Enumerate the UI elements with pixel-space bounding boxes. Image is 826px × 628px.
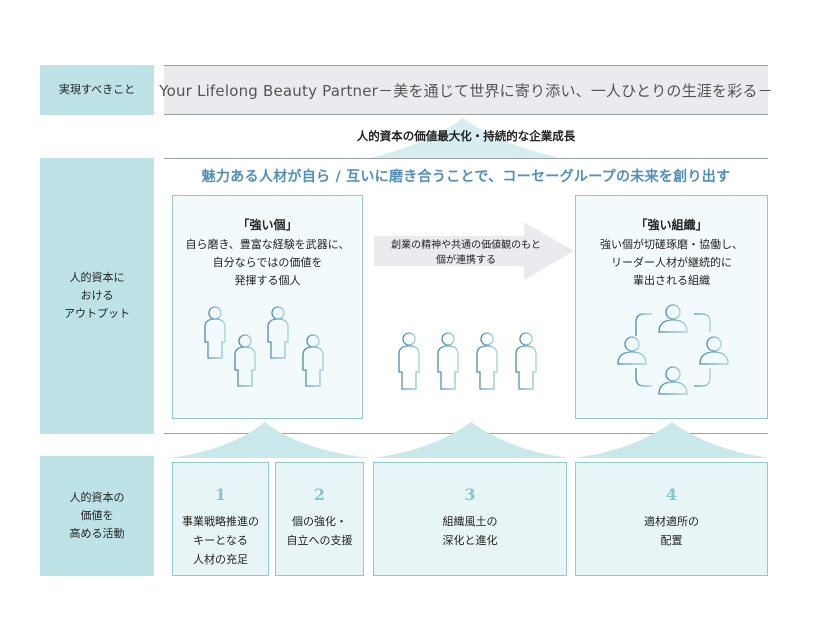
activity-text: 事業戦略推進の キーとなる 人材の充足 (182, 515, 259, 566)
arrow-shape (374, 222, 574, 280)
activity-text: 適材適所の 配置 (644, 515, 699, 547)
vision-row-label: 実現すべきこと (40, 65, 154, 115)
four-people-icon (204, 306, 324, 387)
activity-text: 組織風土の 深化と進化 (442, 515, 498, 547)
output-row-label: 人的資本に おける アウトプット (40, 158, 154, 434)
activity-card-4: 4 適材適所の 配置 (575, 462, 768, 576)
peak-shape-top (370, 118, 560, 158)
peak-shape-3 (574, 422, 770, 458)
activity-number: 1 (214, 485, 227, 504)
strong-individual-title: 「強い個」 (237, 218, 298, 232)
connected-people-icon (398, 332, 537, 390)
activity-number: 2 (313, 485, 326, 504)
activities-row-label: 人的資本の 価値を 高める活動 (40, 456, 154, 576)
strong-individual-description: 自ら磨き、豊富な経験を武器に、 自分ならではの価値を 発揮する個人 (185, 238, 350, 287)
strong-organization-panel: 「強い組織」 強い個が切磋琢磨・協働し、 リーダー人材が継続的に 輩出される組織 (575, 195, 768, 419)
strong-individual-panel: 「強い個」 自ら磨き、豊富な経験を武器に、 自分ならではの価値を 発揮する個人 (172, 195, 363, 419)
team-collaboration-icon (617, 304, 729, 395)
strong-organization-title: 「強い組織」 (635, 218, 708, 232)
activity-card-2: 2 個の強化・ 自立への支援 (275, 462, 364, 576)
activity-number: 3 (464, 485, 476, 504)
strong-organization-description: 強い個が切磋琢磨・協働し、 リーダー人材が継続的に 輩出される組織 (600, 238, 743, 287)
activity-card-1: 1 事業戦略推進の キーとなる 人材の充足 (172, 462, 269, 576)
goal-statement: 人的資本の価値最大化・持続的な企業成長 (356, 129, 576, 143)
divider-line (164, 158, 768, 159)
vision-statement: Your Lifelong Beauty Partner－美を通じて世界に寄り添… (159, 65, 773, 115)
peak-shape-1 (170, 422, 370, 458)
activity-text: 個の強化・ 自立への支援 (286, 515, 353, 547)
activity-number: 4 (665, 485, 678, 504)
connection-description: 創業の精神や共通の価値観のもと 個が連携する (391, 240, 541, 266)
peak-shape-2 (373, 422, 569, 458)
activity-card-3: 3 組織風土の 深化と進化 (373, 462, 567, 576)
output-headline: 魅力ある人材が自ら / 互いに磨き合うことで、コーセーグループの未来を創り出す (201, 169, 731, 185)
